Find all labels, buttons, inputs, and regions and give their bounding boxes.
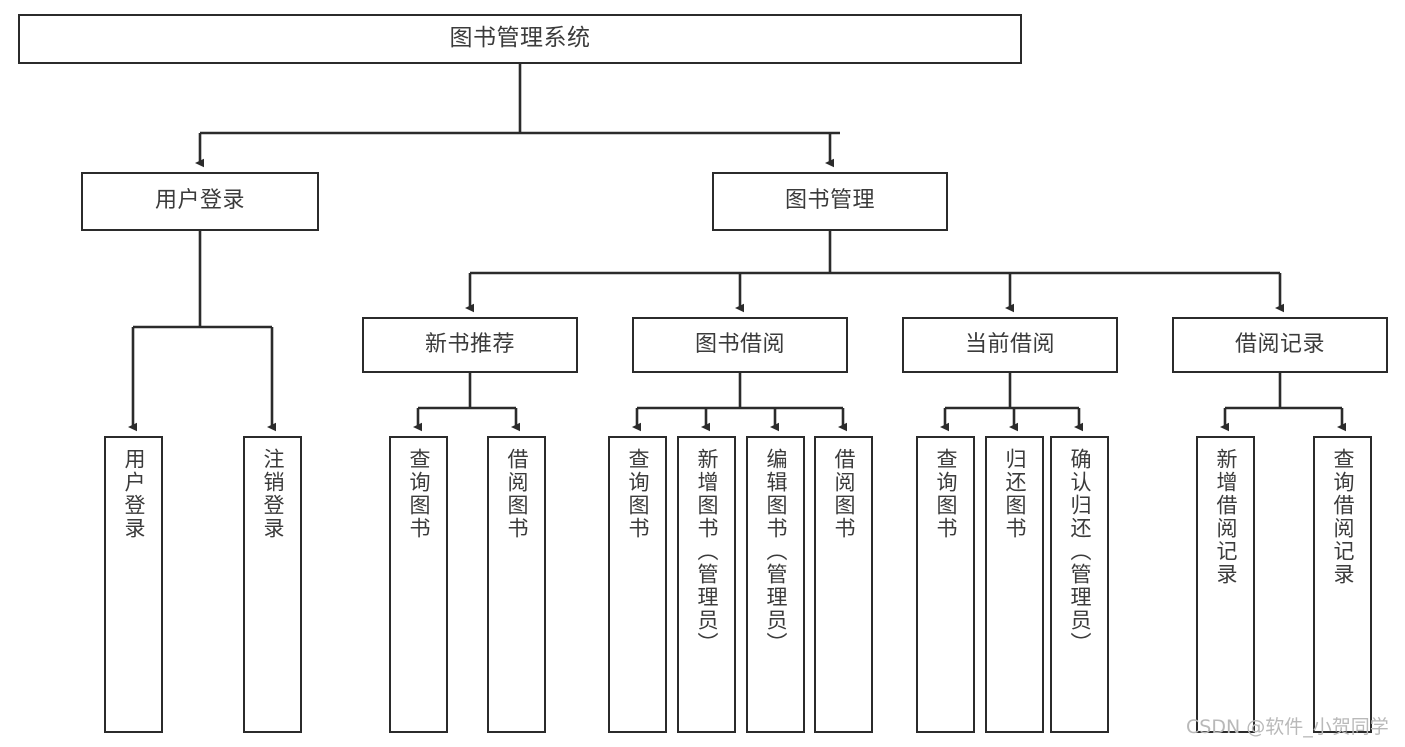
leaf-logout-login-label: 注销登录 — [261, 448, 285, 540]
leaf-edit-book[interactable]: 编辑图书（管理员） — [746, 436, 805, 733]
leaf-return-book[interactable]: 归还图书 — [985, 436, 1044, 733]
node-user-login[interactable]: 用户登录 — [81, 172, 319, 231]
node-current-borrow-label: 当前借阅 — [964, 331, 1055, 357]
leaf-query-record-label: 查询借阅记录 — [1331, 448, 1355, 586]
node-book-manage[interactable]: 图书管理 — [712, 172, 948, 231]
leaf-user-login-label: 用户登录 — [122, 448, 146, 540]
leaf-borrow-book-2-label: 借阅图书 — [832, 448, 856, 540]
leaf-add-record[interactable]: 新增借阅记录 — [1196, 436, 1255, 733]
leaf-query-book-2[interactable]: 查询图书 — [608, 436, 667, 733]
node-root-label: 图书管理系统 — [449, 25, 591, 52]
leaf-return-book-label: 归还图书 — [1003, 448, 1027, 540]
leaf-borrow-book-1[interactable]: 借阅图书 — [487, 436, 546, 733]
csdn-watermark: CSDN @软件_小贺同学 — [1186, 716, 1389, 738]
node-current-borrow[interactable]: 当前借阅 — [902, 317, 1118, 373]
leaf-query-book-1-label: 查询图书 — [407, 448, 431, 540]
leaf-confirm-return-label: 确认归还（管理员） — [1068, 448, 1092, 655]
node-borrow-record[interactable]: 借阅记录 — [1172, 317, 1388, 373]
leaf-add-record-label: 新增借阅记录 — [1214, 448, 1238, 586]
leaf-user-login[interactable]: 用户登录 — [104, 436, 163, 733]
leaf-logout-login[interactable]: 注销登录 — [243, 436, 302, 733]
leaf-edit-book-label: 编辑图书（管理员） — [764, 448, 788, 655]
leaf-query-book-2-label: 查询图书 — [626, 448, 650, 540]
leaf-query-record[interactable]: 查询借阅记录 — [1313, 436, 1372, 733]
leaf-borrow-book-1-label: 借阅图书 — [505, 448, 529, 540]
node-new-book-recommend[interactable]: 新书推荐 — [362, 317, 578, 373]
leaf-add-book[interactable]: 新增图书（管理员） — [677, 436, 736, 733]
leaf-query-book-1[interactable]: 查询图书 — [389, 436, 448, 733]
node-book-manage-label: 图书管理 — [784, 188, 875, 214]
leaf-query-book-3[interactable]: 查询图书 — [916, 436, 975, 733]
node-new-book-recommend-label: 新书推荐 — [424, 331, 515, 357]
node-root[interactable]: 图书管理系统 — [18, 14, 1022, 64]
node-user-login-label: 用户登录 — [154, 188, 245, 214]
leaf-borrow-book-2[interactable]: 借阅图书 — [814, 436, 873, 733]
leaf-query-book-3-label: 查询图书 — [934, 448, 958, 540]
node-book-borrow-label: 图书借阅 — [694, 331, 785, 357]
leaf-confirm-return[interactable]: 确认归还（管理员） — [1050, 436, 1109, 733]
node-borrow-record-label: 借阅记录 — [1234, 331, 1325, 357]
node-book-borrow[interactable]: 图书借阅 — [632, 317, 848, 373]
leaf-add-book-label: 新增图书（管理员） — [695, 448, 719, 655]
